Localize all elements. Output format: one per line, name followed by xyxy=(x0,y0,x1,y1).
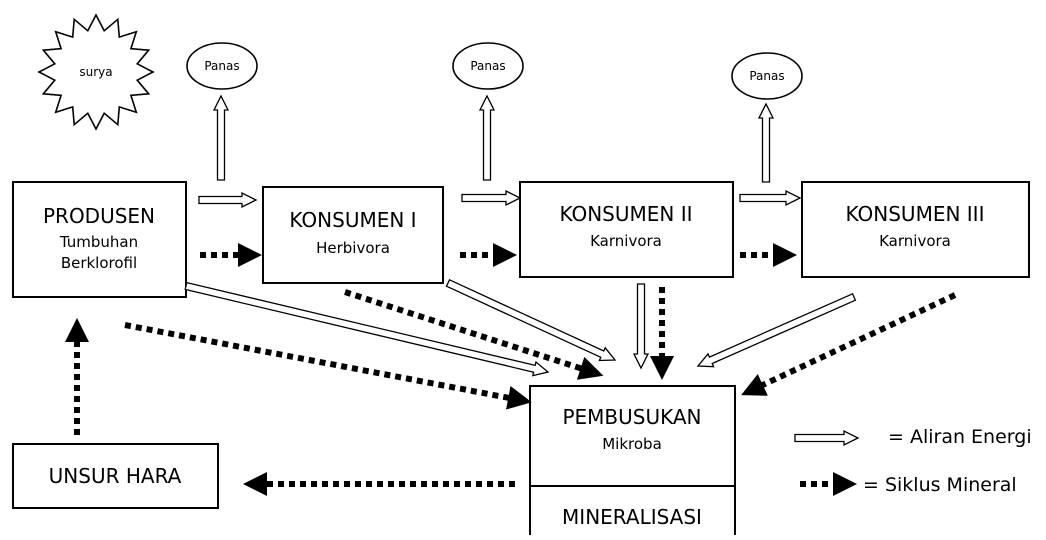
energy-arrow-heat-loss-2 xyxy=(478,94,496,181)
mineral-arrow-konsumen3-to-pembusukan xyxy=(741,292,957,396)
heat-2: Panas xyxy=(452,42,524,90)
legend-energy-label: = Aliran Energi xyxy=(888,426,1032,448)
node-title: PRODUSEN xyxy=(43,204,155,228)
heat-ellipse xyxy=(186,42,258,90)
energy-arrow-produsen-to-konsumen1 xyxy=(198,191,258,209)
energy-flow-arrows xyxy=(184,94,857,377)
heat-ellipse xyxy=(452,42,524,90)
sun-icon xyxy=(37,13,155,131)
heat-label: Panas xyxy=(470,59,505,73)
node-title: PEMBUSUKAN xyxy=(562,405,701,429)
node-title: KONSUMEN II xyxy=(559,202,692,226)
node-title: KONSUMEN III xyxy=(846,202,985,226)
node-produsen: PRODUSEN Tumbuhan Berklorofil xyxy=(12,181,187,298)
node-subtitle: Karnivora xyxy=(879,232,951,250)
node-title: UNSUR HARA xyxy=(49,464,182,488)
energy-arrow-konsumen2-to-konsumen3 xyxy=(739,189,802,207)
node-title: MINERALISASI xyxy=(562,505,702,529)
heat-3: Panas xyxy=(731,52,803,100)
energy-arrow-konsumen2-to-pembusukan xyxy=(632,283,650,370)
heat-label: Panas xyxy=(204,59,239,73)
legend-mineral-label: = Siklus Mineral xyxy=(863,474,1017,496)
node-subtitle: Karnivora xyxy=(590,232,662,250)
heat-ellipse xyxy=(731,52,803,100)
node-konsumen-1: KONSUMEN I Herbivora xyxy=(262,186,444,284)
energy-arrow-heat-loss-3 xyxy=(757,102,775,183)
node-mineralisasi: MINERALISASI xyxy=(529,486,736,535)
energy-arrow-konsumen1-to-konsumen2 xyxy=(461,189,522,207)
energy-arrow-konsumen1-to-pembusukan xyxy=(445,278,617,362)
node-title: KONSUMEN I xyxy=(289,208,416,232)
mineral-arrow-produsen-to-pembusukan xyxy=(124,322,532,410)
node-subtitle: Herbivora xyxy=(316,239,390,257)
node-konsumen-3: KONSUMEN III Karnivora xyxy=(801,181,1030,278)
node-subtitle: Berklorofil xyxy=(61,254,137,272)
heat-1: Panas xyxy=(186,42,258,90)
energy-arrow-icon xyxy=(794,429,860,447)
node-subtitle: Mikroba xyxy=(602,435,662,453)
energy-arrow-heat-loss-1 xyxy=(212,94,230,181)
energy-arrow-konsumen3-to-pembusukan xyxy=(696,292,857,368)
node-subtitle: Tumbuhan xyxy=(59,233,138,251)
heat-label: Panas xyxy=(749,69,784,83)
node-konsumen-2: KONSUMEN II Karnivora xyxy=(519,181,734,278)
sun: surya xyxy=(37,13,155,131)
mineral-cycle-arrows xyxy=(65,243,957,496)
energy-arrow-produsen-to-pembusukan xyxy=(184,281,550,377)
legend: = Aliran Energi = Siklus Mineral xyxy=(794,426,1032,496)
node-pembusukan: PEMBUSUKAN Mikroba xyxy=(529,385,736,487)
node-unsur-hara: UNSUR HARA xyxy=(12,443,219,509)
sun-label: surya xyxy=(79,65,112,79)
energy-arrow-icon xyxy=(794,429,860,447)
